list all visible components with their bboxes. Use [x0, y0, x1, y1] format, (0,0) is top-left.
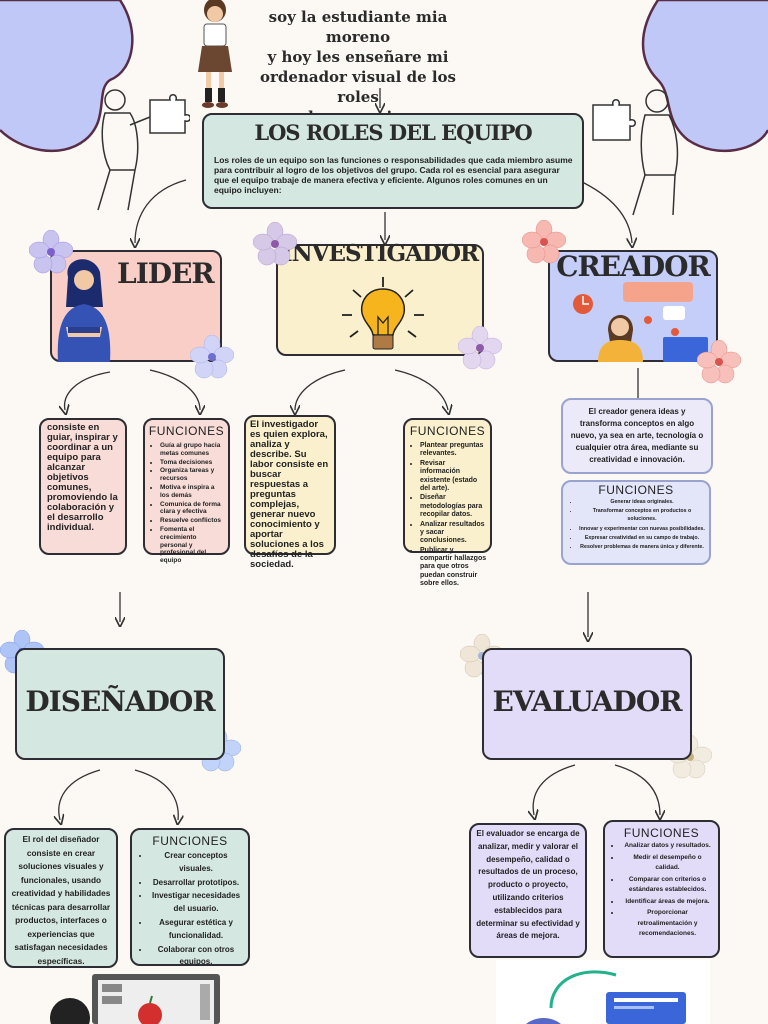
disenador-box: DISEÑADOR: [15, 648, 225, 760]
disenador-desc: El rol del diseñador consiste en crear s…: [11, 834, 111, 966]
investigador-func-item: Diseñar metodologías para recopilar dato…: [420, 494, 487, 519]
evaluador-desc-box: El evaluador se encarga de analizar, med…: [469, 823, 587, 958]
investigador-func-title: FUNCIONES: [409, 424, 486, 438]
evaluador-box: EVALUADOR: [482, 648, 692, 760]
puzzle-person-right-illustration: [592, 89, 679, 216]
creador-funcs-box: FUNCIONES Generar ideas originales. Tran…: [561, 480, 711, 565]
lider-desc-box: consiste en guiar, inspirar y coordinar …: [39, 418, 127, 555]
evaluador-func-title: FUNCIONES: [623, 826, 700, 840]
lider-func-item: Comunica de forma clara y efectiva: [160, 501, 225, 517]
disenador-title: DISEÑADOR: [25, 685, 215, 718]
lider-func-item: Guía al grupo hacia metas comunes: [160, 442, 225, 458]
student-illustration: [198, 0, 232, 108]
header-text: soy la estudiante mia moreno y hoy les e…: [238, 7, 478, 127]
disenador-func-item: Colaborar con otros equipos.: [150, 944, 242, 970]
creador-func-item: Generar ideas originales.: [579, 498, 705, 506]
header-line-3: ordenador visual de los roles: [260, 68, 456, 106]
creador-func-title: FUNCIONES: [598, 483, 674, 497]
lider-funcs-box: FUNCIONES Guía al grupo hacia metas comu…: [143, 418, 230, 564]
creador-func-item: Resolver problemas de manera única y dif…: [579, 543, 705, 551]
lider-func-item: Resuelve conflictos: [160, 517, 225, 525]
investigador-funcs-box: FUNCIONES Plantear preguntas relevantes.…: [403, 418, 492, 587]
evaluador-desc: El evaluador se encarga de analizar, med…: [476, 829, 580, 941]
flower-icon: [458, 326, 502, 370]
evaluador-func-item: Proporcionar retroalimentación y recomen…: [621, 908, 714, 940]
corner-blob-left: [0, 0, 134, 153]
designer-desk-illustration: [50, 974, 220, 1024]
evaluador-func-item: Identificar áreas de mejora.: [621, 897, 714, 908]
investigador-func-item: Plantear preguntas relevantes.: [420, 442, 487, 459]
corner-blob-right: [641, 0, 768, 153]
disenador-desc-box: El rol del diseñador consiste en crear s…: [4, 828, 118, 968]
creador-desc-box: El creador genera ideas y transforma con…: [561, 398, 713, 474]
creador-title: CREADOR: [556, 250, 711, 283]
evaluador-func-item: Analizar datos y resultados.: [621, 841, 714, 852]
lider-func-item: Toma decisiones: [160, 459, 225, 467]
disenador-func-item: Investigar necesidades del usuario.: [150, 890, 242, 916]
creador-func-item: Innovar y experimentar con nuevas posibi…: [579, 525, 705, 533]
disenador-funcs-box: FUNCIONES Crear conceptos visuales. Desa…: [130, 828, 250, 966]
investigador-func-item: Revisar información existente (estado de…: [420, 460, 487, 494]
lider-func-item: Fomenta el crecimiento personal y profes…: [160, 526, 225, 565]
evaluador-func-item: Medir el desempeño o calidad.: [621, 853, 714, 874]
investigador-func-item: Publicar y compartir hallazgos para que …: [420, 547, 487, 589]
main-box: LOS ROLES DEL EQUIPO Los roles de un equ…: [202, 113, 584, 209]
disenador-func-item: Asegurar estética y funcionalidad.: [150, 917, 242, 943]
evaluador-func-item: Comparar con criterios o estándares esta…: [621, 875, 714, 896]
flower-icon: [190, 335, 234, 379]
evaluador-funcs-box: FUNCIONES Analizar datos y resultados. M…: [603, 820, 720, 958]
creador-func-item: Transformar conceptos en productos o sol…: [579, 507, 705, 523]
disenador-func-item: Crear conceptos visuales.: [150, 850, 242, 876]
lider-title: LIDER: [117, 257, 215, 290]
lider-desc: consiste en guiar, inspirar y coordinar …: [47, 422, 118, 533]
disenador-func-item: Desarrollar prototipos.: [150, 877, 242, 890]
puzzle-person-left-illustration: [97, 89, 190, 211]
creador-desc: El creador genera ideas y transforma con…: [570, 407, 704, 464]
header-line-2: y hoy les enseñare mi: [267, 48, 449, 66]
evaluator-illustration: [496, 960, 710, 1024]
flower-icon: [29, 230, 73, 274]
main-title: LOS ROLES DEL EQUIPO: [254, 120, 532, 145]
investigador-desc-box: El investigador es quien explora, analiz…: [244, 415, 336, 570]
main-text: Los roles de un equipo son las funciones…: [214, 155, 573, 195]
lider-func-item: Organiza tareas y recursos: [160, 467, 225, 483]
investigador-func-item: Analizar resultados y sacar conclusiones…: [420, 521, 487, 546]
flower-icon: [522, 220, 566, 264]
evaluador-title: EVALUADOR: [492, 685, 683, 718]
header-line-1: soy la estudiante mia moreno: [268, 8, 448, 46]
leader-woman-illustration: [57, 259, 111, 362]
lightbulb-icon: [342, 277, 424, 350]
flower-icon: [253, 222, 297, 266]
investigador-desc: El investigador es quien explora, analiz…: [250, 419, 329, 570]
disenador-func-title: FUNCIONES: [152, 834, 228, 848]
lider-func-title: FUNCIONES: [148, 424, 225, 438]
creator-illustration: [573, 282, 708, 362]
flower-icon: [697, 340, 741, 384]
creador-func-item: Expresar creatividad en su campo de trab…: [579, 534, 705, 542]
lider-func-item: Motiva e inspira a los demás: [160, 484, 225, 500]
investigador-title: INVESTIGADOR: [281, 240, 479, 267]
